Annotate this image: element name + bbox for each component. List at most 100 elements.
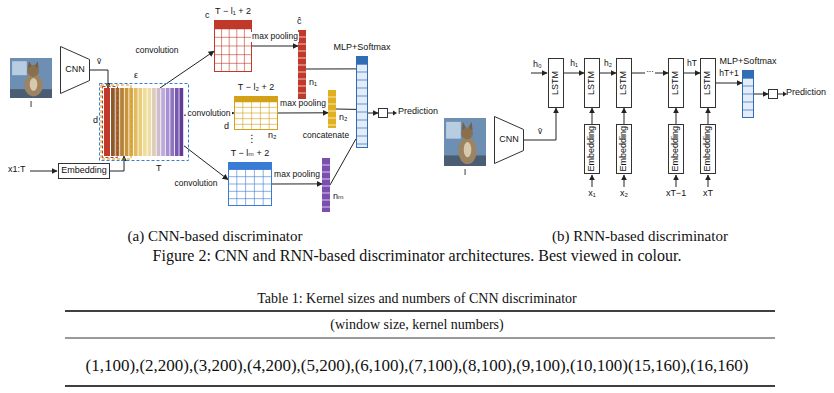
- node-label: x₂: [620, 189, 628, 199]
- node-label: I: [30, 100, 33, 110]
- edge-label: concatenate: [302, 131, 350, 140]
- node-shape: [768, 89, 778, 99]
- grid-line: [228, 169, 272, 170]
- node-label: T − l₂ + 2: [238, 83, 274, 93]
- connector: [592, 108, 593, 124]
- input-arrow: [708, 175, 709, 187]
- vector-cell: [743, 71, 754, 79]
- grid-line: [234, 107, 278, 108]
- box-outline: [769, 90, 778, 99]
- embedding-matrix: εdT: [104, 88, 184, 156]
- matrix-column: [170, 88, 174, 156]
- pooled-vector: ĉn₁: [298, 30, 306, 108]
- grid-line: [214, 28, 252, 29]
- cell-line: [356, 128, 368, 129]
- prediction-box: Prediction: [768, 89, 778, 99]
- cell-line: [742, 94, 754, 95]
- table-rule: [65, 338, 775, 339]
- edge-label: max pooling: [279, 99, 327, 108]
- node-label: T − l₁ + 2: [215, 7, 251, 17]
- cell-line: [298, 51, 306, 52]
- connector: [110, 156, 124, 171]
- cnn-encoder: CNN: [60, 46, 90, 94]
- cell-line: [328, 118, 336, 119]
- arrowhead: [393, 111, 397, 116]
- lstm-cell: LSTM: [700, 58, 716, 108]
- node-label: ĉ: [297, 17, 302, 27]
- matrix-column: [125, 88, 129, 156]
- connector: [278, 112, 328, 113]
- node-label: xT−1: [666, 189, 686, 199]
- photo-window: [12, 61, 27, 75]
- table-title: Table 1: Kernel sizes and numbers of CNN…: [257, 291, 576, 306]
- connector: [754, 94, 768, 95]
- node-text: CNN: [499, 135, 519, 145]
- box-outline: [669, 125, 684, 174]
- cell-line: [356, 120, 368, 121]
- cell-line: [356, 96, 368, 97]
- connector: [330, 139, 356, 185]
- filter-window: [100, 84, 189, 161]
- edge-label: convolution: [134, 46, 179, 55]
- matrix-column: [161, 88, 165, 156]
- cat-chest: [30, 78, 38, 91]
- grid-line: [228, 191, 272, 192]
- cell-line: [742, 78, 754, 79]
- vector-bar: [357, 57, 368, 148]
- concat-vector: MLP+Softmax: [356, 56, 368, 148]
- input-arrow: [30, 171, 57, 172]
- input-arrow: [531, 73, 547, 74]
- cell-line: [298, 93, 306, 94]
- node-label: n₂: [339, 113, 348, 123]
- node-label: MLP+Softmax: [720, 57, 777, 67]
- cat-ear: [34, 61, 38, 68]
- box-outline: [549, 59, 564, 108]
- connector: [564, 73, 584, 74]
- node-text: LSTM: [587, 71, 597, 95]
- embedding-box: EmbeddingxT: [700, 124, 716, 174]
- node-text: LSTM: [671, 71, 681, 95]
- pooled-vector: nₘ: [322, 158, 330, 212]
- node-label: nₘ: [333, 192, 344, 202]
- trapezoid-outline: [61, 47, 90, 94]
- vector-bar: [743, 71, 754, 118]
- embedding-box: Embeddingx₁: [584, 124, 600, 174]
- box-outline: [59, 164, 110, 179]
- grid-line: [214, 63, 252, 64]
- cell-line: [298, 65, 306, 66]
- map-outline: [229, 163, 272, 206]
- figure-caption: Figure 2: CNN and RNN-based discriminato…: [153, 247, 682, 265]
- feature-map: T − l₁ + 2c: [214, 20, 252, 72]
- grid-line: [228, 184, 272, 185]
- input-arrow: [624, 175, 625, 187]
- node-text: Embedding: [587, 126, 597, 172]
- grid-line: [234, 118, 278, 119]
- node-label: Prediction: [398, 107, 438, 117]
- node-text: Embedding: [61, 166, 107, 176]
- ellipsis-mark: ⋮: [247, 133, 257, 144]
- box-outline: [585, 125, 600, 174]
- box-outline: [617, 125, 632, 174]
- edge-label: hT+1: [718, 69, 740, 78]
- cell-line: [322, 186, 330, 187]
- hidden-vector: MLP+Softmax: [742, 70, 754, 118]
- input-image: I: [10, 58, 52, 98]
- grid-line: [228, 198, 272, 199]
- node-shape: [444, 118, 486, 166]
- vector-bar: [328, 90, 336, 128]
- node-shape: [104, 88, 184, 156]
- connector: [336, 109, 356, 110]
- edge-label: max pooling: [251, 32, 299, 41]
- node-label: xT: [703, 189, 713, 199]
- connector: [252, 46, 298, 47]
- node-shape: [228, 162, 272, 206]
- edge-label: h₂: [603, 59, 613, 68]
- lstm-cell: LSTM: [616, 58, 632, 108]
- feature-map: T − lₘ + 2: [228, 162, 272, 206]
- connector: [600, 73, 616, 74]
- matrix-column: [152, 88, 156, 156]
- subfigure-caption: (b) RNN-based discriminator: [552, 228, 728, 245]
- edge-label: v̄: [537, 127, 543, 136]
- cell-line: [298, 44, 306, 45]
- input-arrow: [676, 175, 677, 187]
